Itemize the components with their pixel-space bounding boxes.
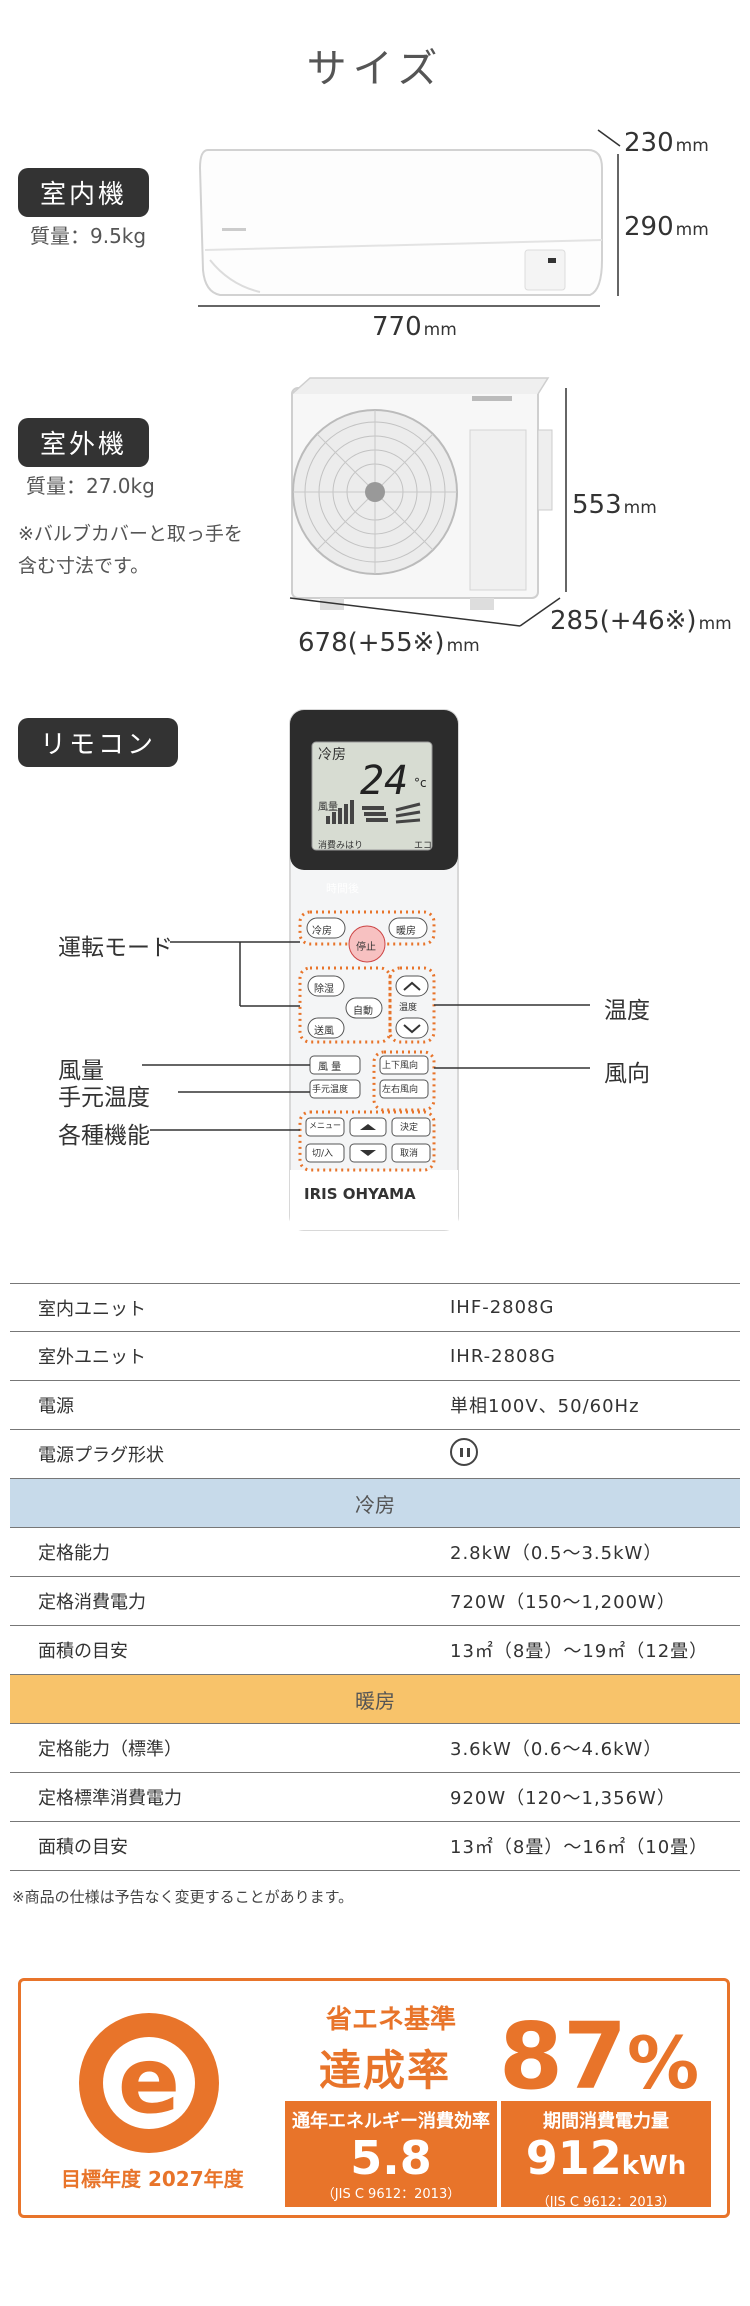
remote-btn-cancel: 取消 <box>400 1149 419 1159</box>
remote-btn-fan: 送風 <box>314 1026 334 1037</box>
remote-brand: IRIS OHYAMA <box>304 1185 416 1203</box>
spec-footnote: ※商品の仕様は予告なく変更することがあります。 <box>12 1888 354 1906</box>
energy-percent: 87% <box>499 2003 700 2110</box>
callout-temp-sensor: 手元温度 <box>58 1085 150 1111</box>
plug-icon <box>450 1437 478 1466</box>
outdoor-note: ※バルブカバーと取っ手を 含む寸法です。 <box>18 523 243 577</box>
remote-btn-lr: 左右風向 <box>382 1085 419 1095</box>
remote-btn-fan-vol: 風 量 <box>318 1062 342 1073</box>
indoor-weight: 質量：9.5kg <box>30 224 147 248</box>
energy-achievement: 達成率 <box>319 2046 452 2095</box>
cool-header: 冷房 <box>10 1479 740 1528</box>
remote-display-unit: °c <box>414 776 427 790</box>
remote-btn-ud: 上下風向 <box>382 1061 419 1071</box>
outdoor-weight: 質量：27.0kg <box>26 474 155 498</box>
outdoor-unit-label: 室外機 <box>18 418 150 467</box>
indoor-unit-label: 室内機 <box>18 168 150 217</box>
remote-display-eco: 消費みはり <box>318 841 364 851</box>
energy-standard: 省エネ基準 <box>326 2005 457 2035</box>
indoor-unit-illustration <box>198 129 621 307</box>
remote-btn-menu: メニュー <box>309 1121 341 1130</box>
outdoor-depth: 285(+46※)mm <box>550 606 732 636</box>
remote-btn-cool: 冷房 <box>312 926 332 937</box>
warm-header: 暖房 <box>10 1675 740 1724</box>
remote-btn-heat: 暖房 <box>396 926 416 937</box>
table-row: 定格能力（標準）3.6kW（0.6〜4.6kW） <box>10 1724 740 1773</box>
remote-btn-dry: 除湿 <box>314 984 334 995</box>
remote-btn-sensor: 手元温度 <box>312 1085 349 1095</box>
outdoor-width: 678(+55※)mm <box>298 628 480 658</box>
callout-fan: 風量 <box>58 1058 104 1084</box>
energy-logo-icon <box>79 2013 219 2153</box>
table-row: 電源プラグ形状 <box>10 1430 740 1479</box>
remote-illustration <box>142 709 590 1231</box>
remote-display-mode: 冷房 <box>318 747 346 763</box>
callout-direction: 風向 <box>604 1061 650 1087</box>
remote-timer-label: 時間後 <box>326 882 359 895</box>
energy-target-year: 目標年度 2027年度 <box>61 2167 244 2191</box>
outdoor-unit-illustration <box>289 377 567 627</box>
callout-functions: 各種機能 <box>58 1123 150 1149</box>
remote-btn-auto: 自動 <box>353 1006 373 1017</box>
callout-temperature: 温度 <box>604 998 650 1024</box>
remote-label: リモコン <box>18 718 179 767</box>
energy-apf: 通年エネルギー消費効率 5.8 （JIS C 9612：2013） <box>285 2101 497 2207</box>
energy-label: e 目標年度 2027年度 省エネ基準 達成率 87% 通年エネルギー消費効率 … <box>18 1978 730 2218</box>
callout-mode: 運転モード <box>58 935 173 961</box>
energy-kwh: 期間消費電力量 912kWh （JIS C 9612：2013） <box>501 2101 711 2210</box>
remote-display-fan: 風量 <box>318 802 338 813</box>
remote-btn-timer: 切/入 <box>312 1149 334 1159</box>
energy-logo-letter: e <box>117 2027 181 2134</box>
remote-btn-temp: 温度 <box>399 1003 418 1013</box>
page-title: サイズ <box>306 46 444 92</box>
remote-display-eco2: エコ <box>414 841 433 851</box>
remote-display-temp: 24 <box>360 758 409 804</box>
remote-btn-decide: 決定 <box>400 1123 419 1133</box>
table-row: 電源単相100V、50/60Hz <box>10 1381 740 1430</box>
remote-btn-stop: 停止 <box>356 942 376 953</box>
